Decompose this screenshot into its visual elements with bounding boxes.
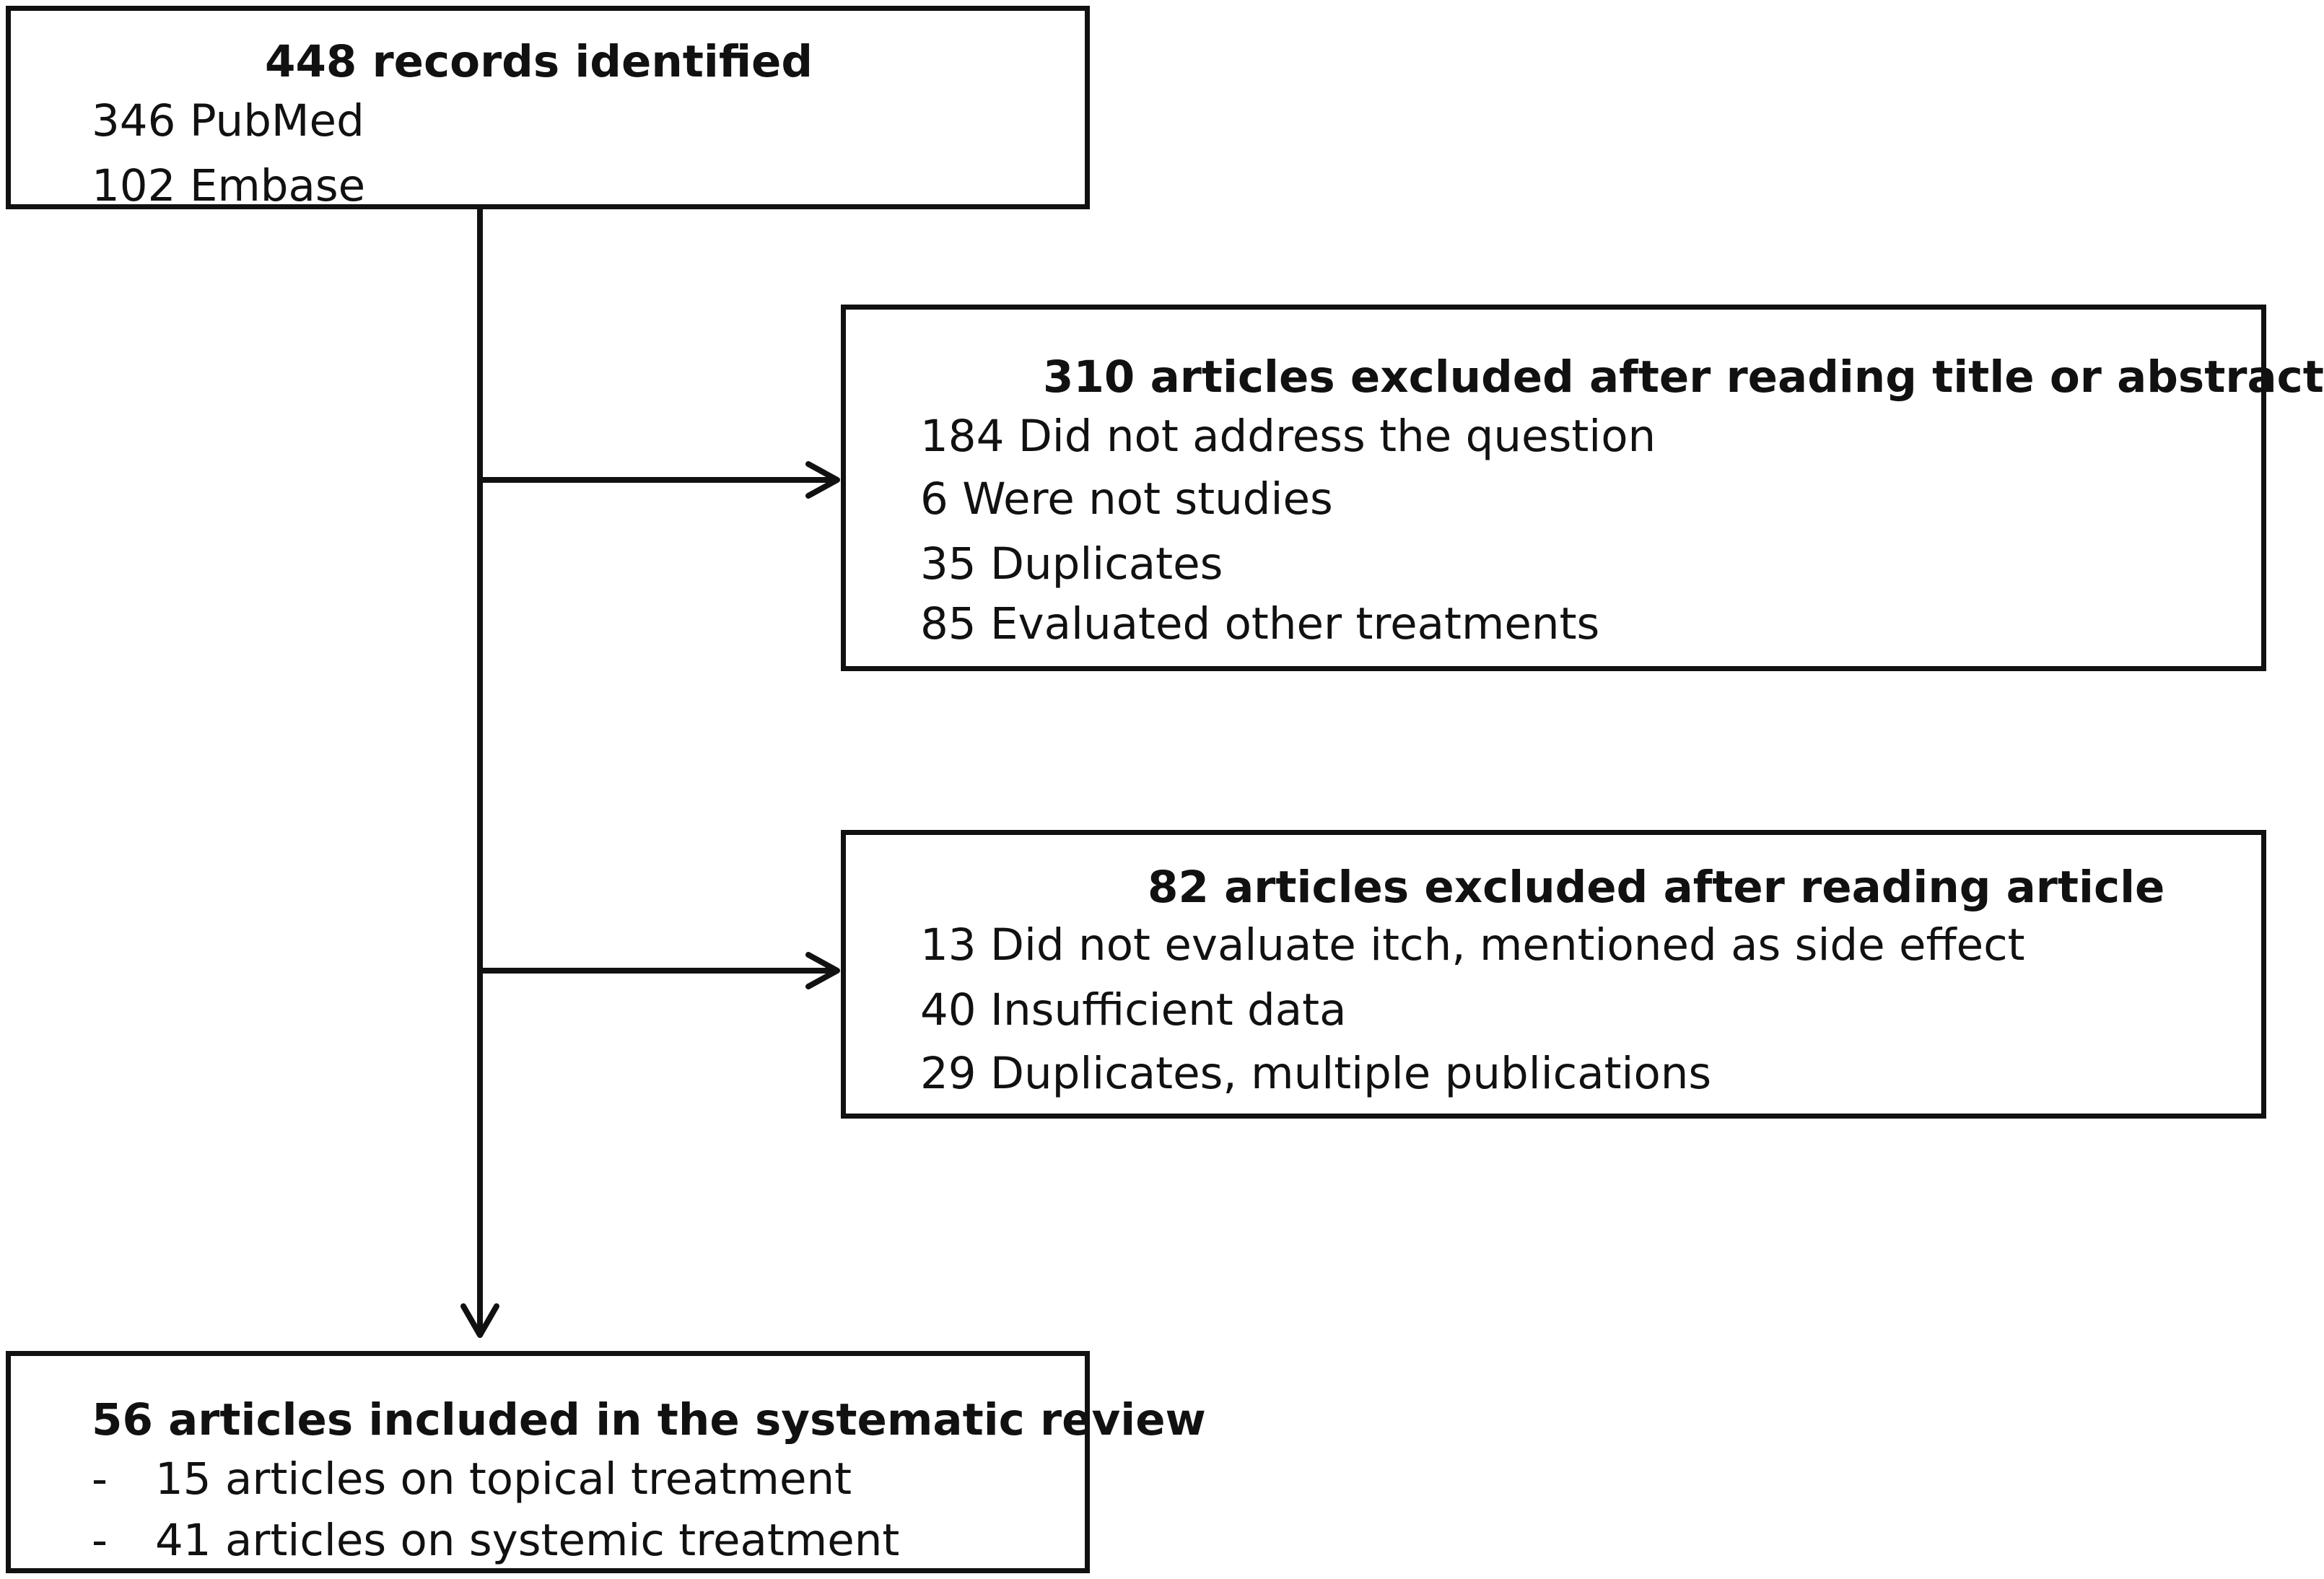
- excluded-screening-title: 310 articles excluded after reading titl…: [1043, 351, 2324, 403]
- excluded-screening-reason: 85 Evaluated other treatments: [920, 598, 1600, 649]
- excluded-fulltext-box: 82 articles excluded after reading artic…: [841, 830, 2266, 1119]
- included-bullet: -: [92, 1515, 108, 1566]
- included-bullet: -: [92, 1453, 108, 1505]
- excluded-fulltext-reason: 29 Duplicates, multiple publications: [920, 1048, 1712, 1099]
- records-source-pubmed: 346 PubMed: [92, 95, 364, 146]
- records-source-embase: 102 Embase: [92, 160, 366, 211]
- branch-arrowhead-fulltext: [805, 952, 840, 989]
- main-flow-arrowhead: [460, 1303, 499, 1338]
- records-identified-title: 448 records identified: [265, 36, 813, 87]
- flow-connectors: [460, 206, 840, 1338]
- excluded-screening-reason: 6 Were not studies: [920, 473, 1333, 525]
- excluded-screening-box: 310 articles excluded after reading titl…: [841, 305, 2324, 671]
- excluded-fulltext-reason: 40 Insufficient data: [920, 984, 1347, 1036]
- included-systemic-count: 41 articles on systemic treatment: [155, 1515, 900, 1566]
- branch-arrowhead-screening: [805, 461, 840, 499]
- excluded-fulltext-reason: 13 Did not evaluate itch, mentioned as s…: [920, 919, 2025, 971]
- included-box: 56 articles included in the systematic r…: [6, 1351, 1206, 1573]
- excluded-screening-reason: 35 Duplicates: [920, 538, 1223, 590]
- records-identified-box: 448 records identified 346 PubMed 102 Em…: [6, 6, 1090, 209]
- included-topical-count: 15 articles on topical treatment: [155, 1453, 852, 1505]
- excluded-fulltext-title: 82 articles excluded after reading artic…: [1148, 862, 2165, 913]
- excluded-screening-reason: 184 Did not address the question: [920, 411, 1656, 462]
- included-title: 56 articles included in the systematic r…: [92, 1394, 1206, 1445]
